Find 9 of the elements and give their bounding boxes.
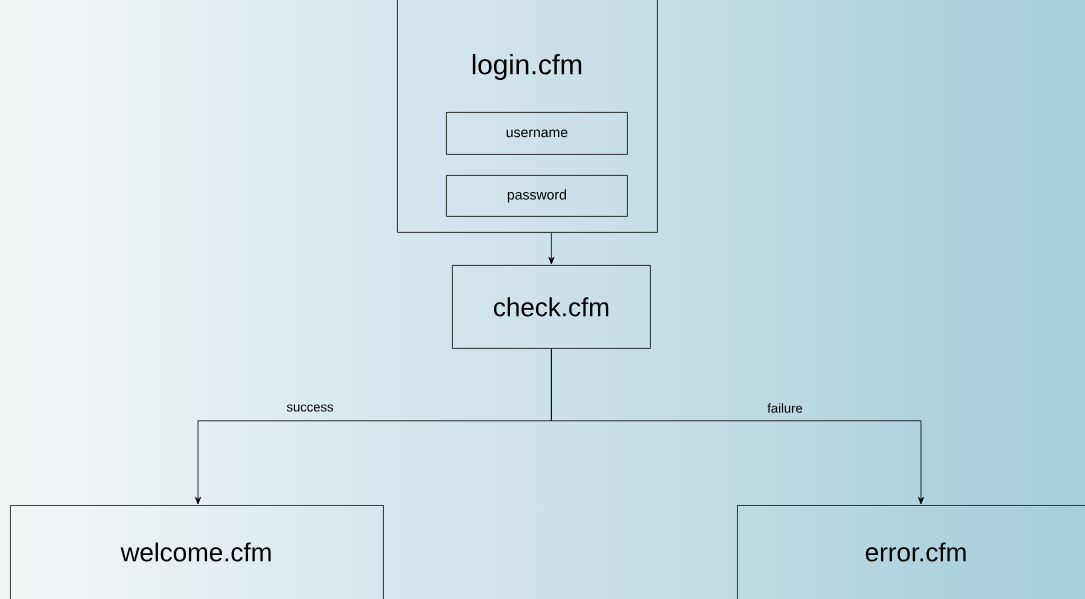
field-box: password bbox=[446, 175, 628, 217]
page-box: error.cfm bbox=[737, 505, 1085, 599]
page-box: welcome.cfm bbox=[10, 505, 384, 599]
arrow bbox=[548, 232, 555, 265]
field-box: username bbox=[446, 112, 628, 155]
arrow bbox=[551, 348, 924, 505]
page-box: check.cfm bbox=[452, 265, 651, 349]
edge-label: failure bbox=[767, 403, 803, 413]
edge-label: success bbox=[286, 404, 333, 412]
